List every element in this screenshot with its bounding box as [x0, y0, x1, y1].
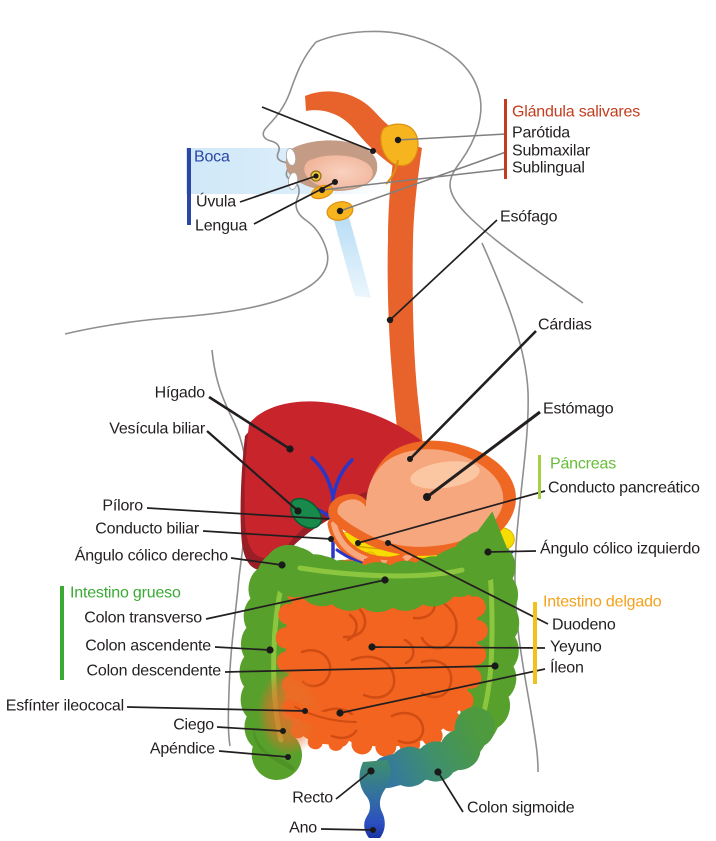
leader-cardias: [409, 330, 537, 460]
label-conducto-pancreatico: Conducto pancreático: [548, 479, 700, 497]
leader-estomago: [426, 410, 541, 499]
descending-colon-taenia: [479, 557, 495, 721]
salivary-bracket: [504, 99, 507, 179]
leader-angulo-izquierdo: [487, 550, 537, 553]
leader-sublingual: [321, 168, 507, 191]
leader-vesicula: [206, 430, 299, 512]
leader-colon-ascendente: [214, 646, 271, 651]
leader-duodeno: [387, 542, 549, 625]
label-angulo-colico-derecho: Ángulo cólico derecho: [74, 547, 228, 565]
label-apendice: Apéndice: [149, 740, 215, 758]
label-sublingual: Sublingual: [512, 159, 585, 177]
palate-shape: [305, 91, 404, 166]
leader-colon-descendente: [224, 665, 496, 673]
label-ileon: Íleon: [550, 659, 584, 677]
leader-angulo-derecho: [230, 557, 283, 566]
leader-submaxilar: [339, 151, 507, 212]
esophagus-shape: [387, 144, 424, 455]
gallbladder-shape: [290, 497, 323, 529]
label-angulo-colico-izquierdo: Ángulo cólico izquierdo: [540, 540, 700, 558]
label-vesicula-biliar: Vesícula biliar: [109, 420, 205, 438]
heading-intestino-delgado: Intestino delgado: [543, 593, 662, 611]
leader-esofago: [389, 219, 498, 321]
ileum-shape: [282, 699, 368, 730]
label-conducto-biliar: Conducto biliar: [95, 520, 199, 538]
label-higado: Hígado: [154, 384, 206, 402]
leader-recto: [335, 770, 372, 800]
leader-colon-transverso: [205, 579, 386, 620]
label-colon-sigmoide: Colon sigmoide: [467, 799, 575, 817]
leader-uvula: [239, 175, 317, 203]
tongue-shape: [304, 155, 373, 190]
label-colon-ascendente: Colon ascendente: [85, 637, 211, 655]
pancreas-bracket: [538, 455, 541, 499]
leader-yeyuno: [371, 646, 546, 649]
leader-apendice: [218, 750, 289, 758]
rectum-shape: [359, 760, 391, 838]
label-ciego: Ciego: [173, 716, 214, 734]
label-esfinter-ileococal: Esfínter ileococal: [5, 697, 124, 715]
intestino-grueso-bracket: [60, 586, 64, 680]
head-back-outline: [315, 30, 584, 304]
torso-right-outline: [481, 242, 539, 773]
leader-esfinter: [126, 706, 306, 712]
boca-bracket: [187, 148, 191, 225]
label-colon-transverso: Colon transverso: [84, 609, 202, 627]
label-lengua: Lengua: [195, 217, 248, 235]
trachea-shape: [332, 212, 371, 298]
leader-ileon: [339, 668, 546, 714]
appendix-shape: [252, 726, 295, 771]
torso-left-outline: [211, 349, 249, 747]
label-colon-descendente: Colon descendente: [86, 662, 222, 680]
heading-intestino-grueso: Intestino grueso: [70, 584, 181, 602]
leader-dots: [266, 136, 499, 833]
label-uvula: Úvula: [196, 193, 236, 211]
upper-lip-shape: [285, 148, 297, 166]
leader-ano: [320, 828, 374, 831]
leader-sigmoide: [437, 771, 464, 813]
label-cardias: Cárdias: [538, 316, 592, 334]
heading-glandula-salivares: Glándula salivares: [512, 103, 641, 121]
label-ano: Ano: [289, 819, 317, 837]
label-submaxilar: Submaxilar: [512, 142, 591, 160]
label-piloro: Píloro: [102, 497, 143, 515]
leader-higado: [208, 395, 291, 451]
sigmoid-colon-shape: [368, 707, 495, 792]
label-recto: Recto: [292, 789, 333, 807]
label-yeyuno: Yeyuno: [550, 638, 602, 656]
intestino-delgado-bracket: [533, 602, 537, 684]
stomach-shape: [328, 440, 516, 556]
parotid-gland-shape: [380, 123, 419, 167]
leader-lines-gray: [321, 133, 507, 212]
body-outline: [64, 30, 584, 773]
heading-boca: Boca: [194, 148, 230, 166]
leader-piloro: [146, 507, 330, 520]
leader-pharynx: [261, 106, 374, 152]
leader-parotida: [397, 133, 507, 141]
heading-pancreas: Páncreas: [550, 455, 616, 473]
label-esofago: Esófago: [500, 208, 558, 226]
label-parotida: Parótida: [512, 124, 570, 142]
leader-ciego: [216, 726, 284, 732]
leader-conducto-pancreatico: [357, 490, 546, 544]
label-estomago: Estómago: [543, 400, 614, 418]
label-duodeno: Duodeno: [552, 616, 616, 634]
leader-conducto-biliar: [202, 530, 332, 540]
